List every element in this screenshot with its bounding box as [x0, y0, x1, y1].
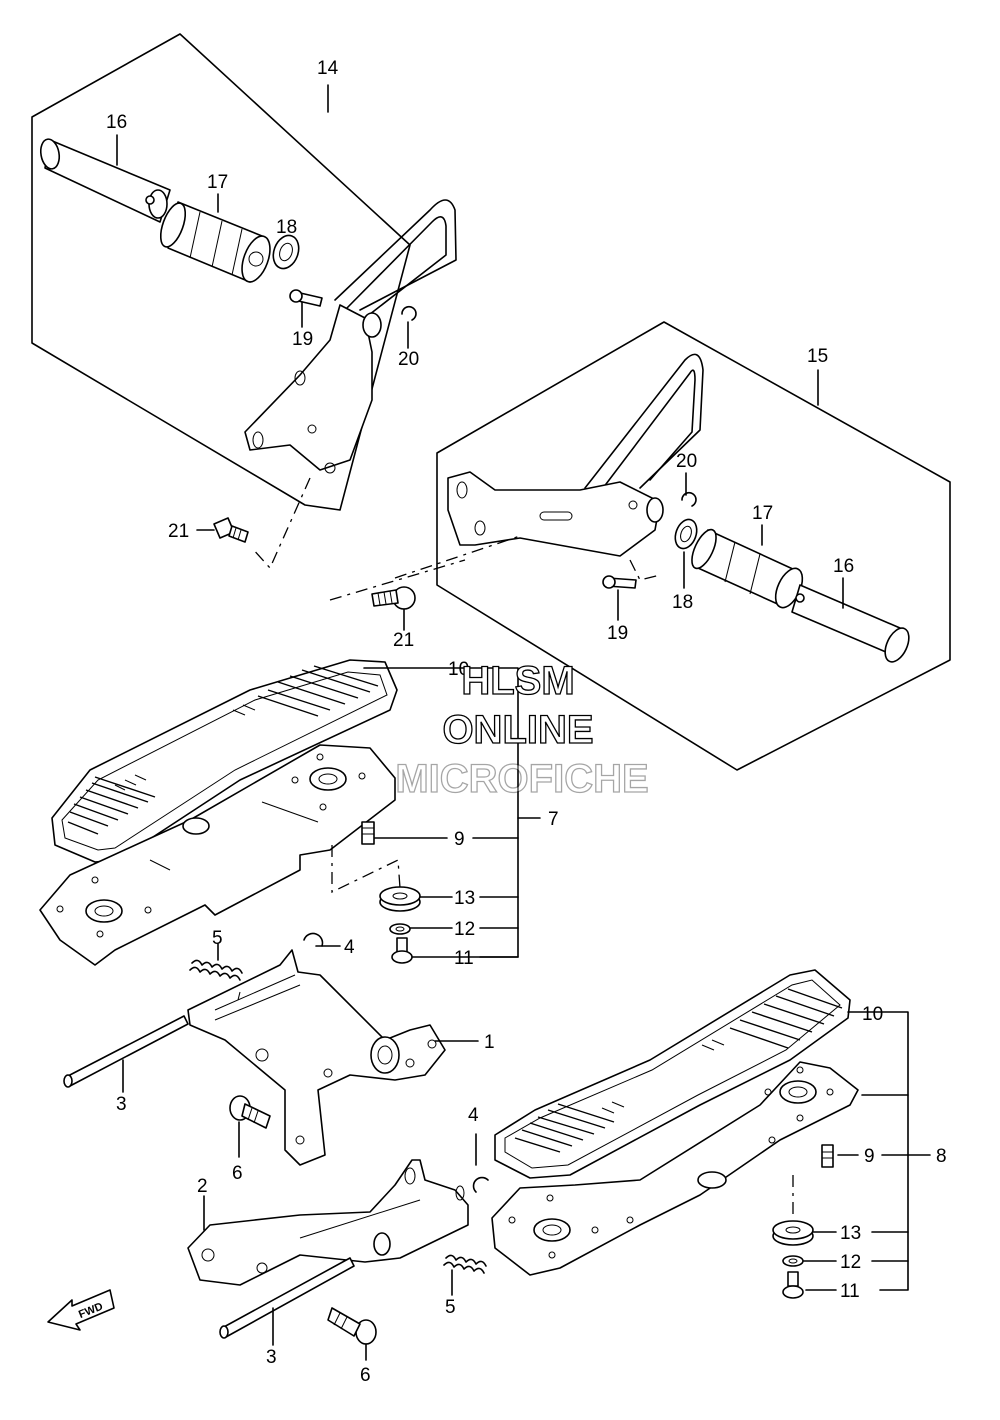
cover-ribs-lower-rear: [729, 988, 843, 1049]
callout-19-right: 19: [607, 623, 628, 644]
watermark-line-3: MICROFICHE: [395, 757, 648, 801]
callout-9-lower: 9: [864, 1146, 875, 1167]
floorboard-lower: [491, 969, 859, 1276]
callout-3-upper: 3: [116, 1094, 127, 1115]
footrest-bracket-right: [447, 353, 704, 557]
clip-right: [681, 491, 697, 507]
floorboard-base-lower: [491, 1061, 859, 1276]
callout-20-left: 20: [398, 349, 419, 370]
footrest-pin-right: [791, 584, 910, 663]
bolt-21-right: [371, 586, 416, 610]
bolt-11-lower: [782, 1271, 804, 1299]
floorboard-cover-upper: [51, 659, 398, 863]
eclip-4-lower: [472, 1176, 489, 1193]
callout-20-right: 20: [676, 451, 697, 472]
callout-18-left: 18: [276, 217, 297, 238]
footrest-rubber-right: [691, 528, 804, 609]
floorboard-cover-lower: [494, 969, 851, 1179]
callout-17-left: 17: [207, 172, 228, 193]
footboard-bracket-upper: [187, 949, 446, 1166]
callout-21-right: 21: [393, 630, 414, 651]
callout-3-lower: 3: [266, 1347, 277, 1368]
cover-ribs-front: [67, 776, 156, 835]
spring-5-upper: [189, 959, 243, 981]
callout-brackets-upper: [363, 667, 541, 958]
footrest-bracket-left: [244, 199, 457, 474]
cover-ribs-lower-front: [514, 1103, 615, 1153]
cover-ribs-rear: [257, 665, 379, 717]
footrest-pin-left: [39, 138, 171, 223]
footrest-assembly-left: [31, 33, 457, 570]
callout-brackets-lower: [803, 1011, 931, 1291]
washer-left: [272, 234, 300, 270]
cushion-13-lower: [772, 1220, 814, 1246]
floorboard-upper: [39, 659, 401, 966]
washer-right: [674, 518, 698, 550]
cover-ribs-lower-short: [601, 1039, 725, 1114]
watermark-line-2: ONLINE: [442, 708, 593, 752]
shaft-3-upper: [63, 1015, 189, 1088]
callout-labels: 14 15 16 17 18 19 20 21 21 16 17 18 19 2…: [106, 58, 947, 1386]
callout-2: 2: [197, 1176, 208, 1197]
washer-12-upper: [389, 923, 411, 935]
callout-7: 7: [548, 809, 559, 830]
callout-9-upper: 9: [454, 829, 465, 850]
callout-5-lower: 5: [445, 1297, 456, 1318]
clevis-pin-left: [289, 289, 323, 307]
watermark-line-1: HLSM: [461, 659, 574, 703]
callout-19-left: 19: [292, 329, 313, 350]
bolt-6-lower: [327, 1307, 377, 1345]
callout-10-lower: 10: [862, 1004, 883, 1025]
eclip-4-upper: [303, 932, 324, 947]
callout-18-right: 18: [672, 592, 693, 613]
fwd-arrow-icon: FWD: [47, 1289, 115, 1331]
callout-17-right: 17: [752, 503, 773, 524]
spring-5-lower: [443, 1254, 487, 1274]
footrest-rubber-left: [159, 201, 271, 283]
callout-8: 8: [936, 1146, 947, 1167]
cushion-13-upper: [379, 886, 421, 912]
shaft-3-lower: [219, 1257, 355, 1339]
callout-16-left: 16: [106, 112, 127, 133]
floorboard-base-upper: [39, 744, 396, 966]
callout-12-upper: 12: [454, 919, 475, 940]
footboard-bracket-lower: [187, 1159, 469, 1286]
footrest-assembly-right: [436, 321, 951, 771]
callout-13-lower: 13: [840, 1223, 861, 1244]
callout-10-upper: 10: [448, 659, 469, 680]
bolt-6-upper: [229, 1095, 271, 1129]
bolt-21-left: [213, 517, 249, 543]
callout-4-lower: 4: [468, 1105, 479, 1126]
callout-21-left: 21: [168, 521, 189, 542]
cover-ribs-short: [114, 704, 256, 791]
clip-left: [401, 305, 417, 321]
callout-6-upper: 6: [232, 1163, 243, 1184]
callout-16-right: 16: [833, 556, 854, 577]
callout-14: 14: [317, 58, 339, 79]
bolt-9-lower: [821, 1144, 834, 1168]
callout-11-lower: 11: [840, 1281, 860, 1302]
watermark: HLSM ONLINE MICROFICHE: [395, 658, 650, 801]
bolt-9-upper: [361, 821, 375, 845]
callout-1: 1: [484, 1032, 495, 1053]
callout-11-upper: 11: [454, 948, 474, 969]
washer-12-lower: [782, 1255, 804, 1267]
callout-13-upper: 13: [454, 888, 475, 909]
clevis-pin-right: [602, 575, 637, 589]
callout-15: 15: [807, 346, 828, 367]
callout-6-lower: 6: [360, 1365, 371, 1386]
callout-5-upper: 5: [212, 928, 223, 949]
bolt-11-upper: [391, 937, 413, 964]
callout-4-upper: 4: [344, 937, 355, 958]
callout-12-lower: 12: [840, 1252, 861, 1273]
